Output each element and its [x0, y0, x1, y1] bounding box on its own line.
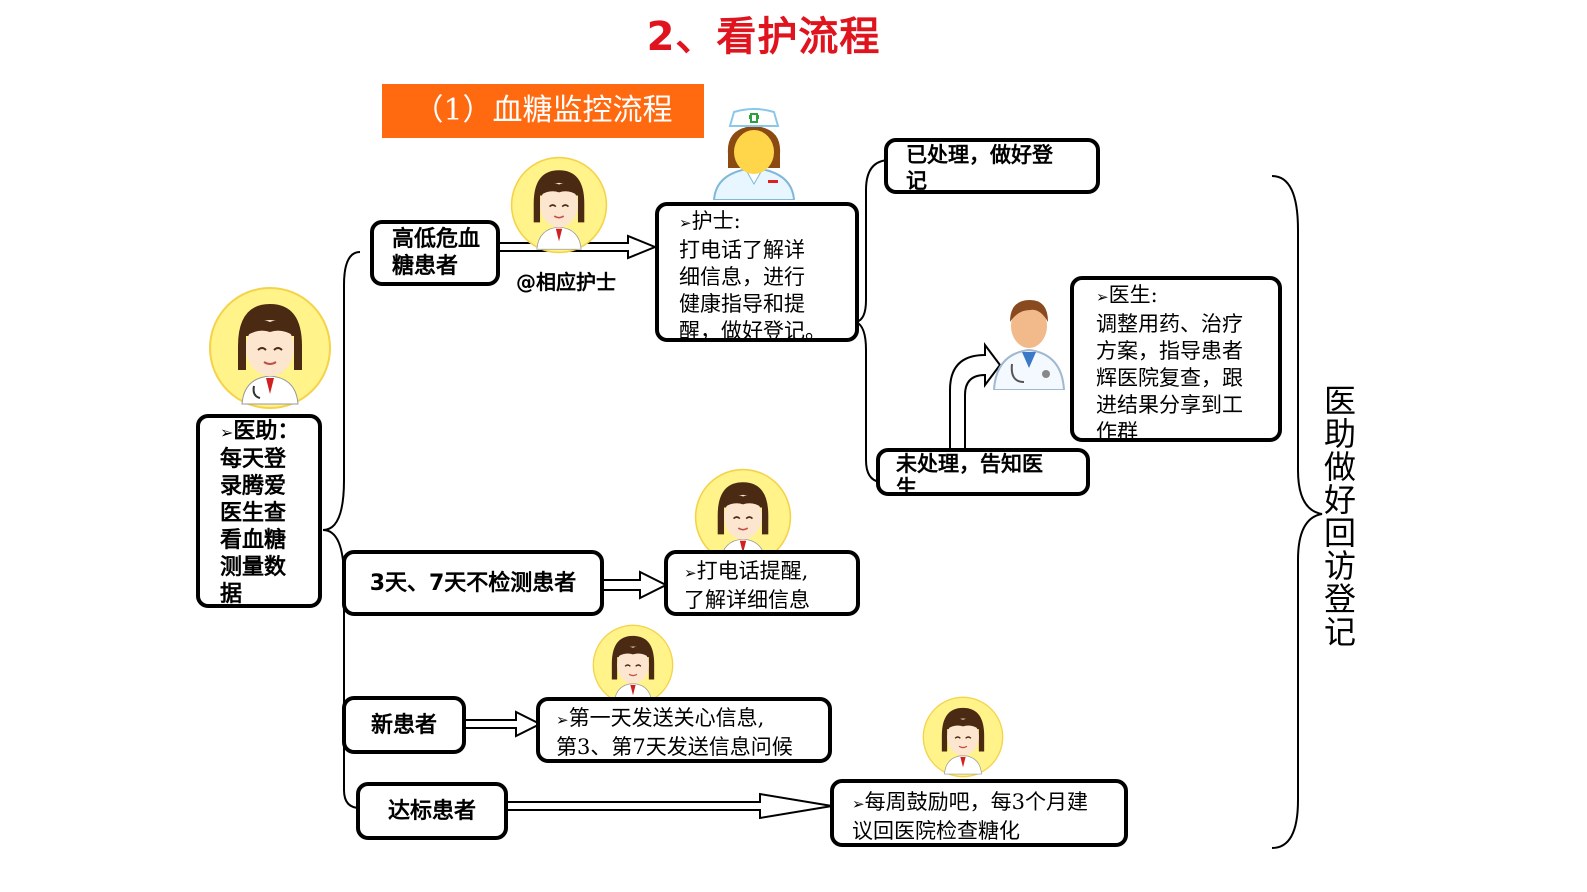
arrow-to-weekly: [508, 792, 833, 820]
doctor-box-line: 方案，指导患者: [1096, 339, 1243, 363]
processed-line: 已处理，做好登: [906, 143, 1053, 167]
nurse-box-title: ➢护士:: [679, 209, 741, 233]
assistant-box-line: 医生查: [220, 501, 287, 526]
care-message-line: 第3、第7天发送信息问候: [556, 735, 793, 759]
nurse-icon: [712, 108, 796, 200]
nurse-box-line: 细信息，进行: [679, 265, 805, 289]
main-branch-line: [322, 251, 361, 809]
arrow-to-care-message: [465, 710, 543, 738]
processed-line: 记: [906, 169, 927, 193]
doctor-box-line: 辉医院复查，跟: [1096, 366, 1243, 390]
new-patient-label: 新患者: [370, 712, 437, 738]
unprocessed-line: 生: [896, 476, 917, 496]
assistant-avatar-icon: [922, 696, 1004, 778]
assistant-box-title: ➢医助：: [220, 419, 300, 444]
doctor-box-line: 进结果分享到工: [1096, 393, 1243, 417]
assistant-avatar-icon: [694, 468, 792, 566]
assistant-box: ➢医助： 每天登 录腾爱 医生查 看血糖 测量数 据: [196, 414, 322, 608]
assistant-box-line: 每天登: [220, 447, 287, 472]
weekly-encourage-box: ➢每周鼓励吧，每3个月建 议回医院检查糖化: [830, 779, 1128, 847]
high-low-risk-line: 高低危血: [392, 227, 481, 252]
doctor-icon: [992, 300, 1066, 390]
nurse-box-line: 打电话了解详: [679, 238, 805, 262]
weekly-line: 议回医院检查糖化: [852, 819, 1020, 843]
unprocessed-line: 未处理，告知医: [896, 452, 1043, 476]
no-test-patient-label: 3天、7天不检测患者: [369, 570, 577, 596]
arrow-to-call-remind: [602, 570, 669, 600]
high-low-risk-box: 高低危血 糖患者: [370, 220, 500, 286]
doctor-box-line: 作群: [1096, 420, 1138, 444]
processed-box: 已处理，做好登 记: [884, 138, 1100, 194]
new-patient-box: 新患者: [342, 696, 466, 754]
nurse-box-line: 健康指导和提: [679, 292, 805, 316]
page-title-text: 2、看护流程: [646, 14, 881, 60]
page-title: 2、看护流程: [0, 4, 1587, 62]
weekly-line: ➢每周鼓励吧，每3个月建: [852, 790, 1088, 814]
assistant-box-line: 测量数: [220, 555, 287, 580]
doctor-box: ➢医生: 调整用药、治疗 方案，指导患者 辉医院复查，跟 进结果分享到工 作群: [1070, 276, 1282, 444]
assistant-avatar-icon: [510, 156, 608, 254]
assistant-box-line: 看血糖: [220, 528, 287, 553]
nurse-branch-line: [852, 159, 891, 483]
side-label: 医助做好回访登记: [1323, 382, 1356, 651]
assistant-avatar-icon: [209, 287, 331, 409]
side-brace: [1271, 175, 1323, 849]
on-target-patient-box: 达标患者: [356, 782, 508, 840]
unprocessed-box: 未处理，告知医 生: [876, 448, 1090, 496]
care-message-line: ➢第一天发送关心信息,: [556, 706, 765, 730]
high-low-risk-line: 糖患者: [392, 254, 459, 279]
nurse-box: ➢护士: 打电话了解详 细信息，进行 健康指导和提 醒，做好登记。: [655, 202, 859, 343]
section-subtitle: （1）血糖监控流程: [382, 84, 704, 138]
assistant-avatar-icon: [592, 624, 674, 706]
call-remind-line: 了解详细信息: [684, 588, 810, 612]
no-test-patient-box: 3天、7天不检测患者: [342, 550, 604, 616]
call-remind-box: ➢打电话提醒, 了解详细信息: [664, 550, 860, 616]
care-message-box: ➢第一天发送关心信息, 第3、第7天发送信息问候: [536, 697, 832, 763]
doctor-box-title: ➢医生:: [1096, 283, 1158, 307]
arrow-to-doctor: [949, 342, 1002, 453]
doctor-box-line: 调整用药、治疗: [1096, 312, 1243, 336]
nurse-box-line: 醒，做好登记。: [679, 319, 826, 343]
call-remind-line: ➢打电话提醒,: [684, 559, 809, 583]
assistant-box-line: 据: [220, 582, 243, 607]
assistant-box-line: 录腾爱: [220, 474, 287, 499]
mention-note: @相应护士: [516, 270, 616, 294]
on-target-patient-label: 达标患者: [387, 798, 476, 824]
